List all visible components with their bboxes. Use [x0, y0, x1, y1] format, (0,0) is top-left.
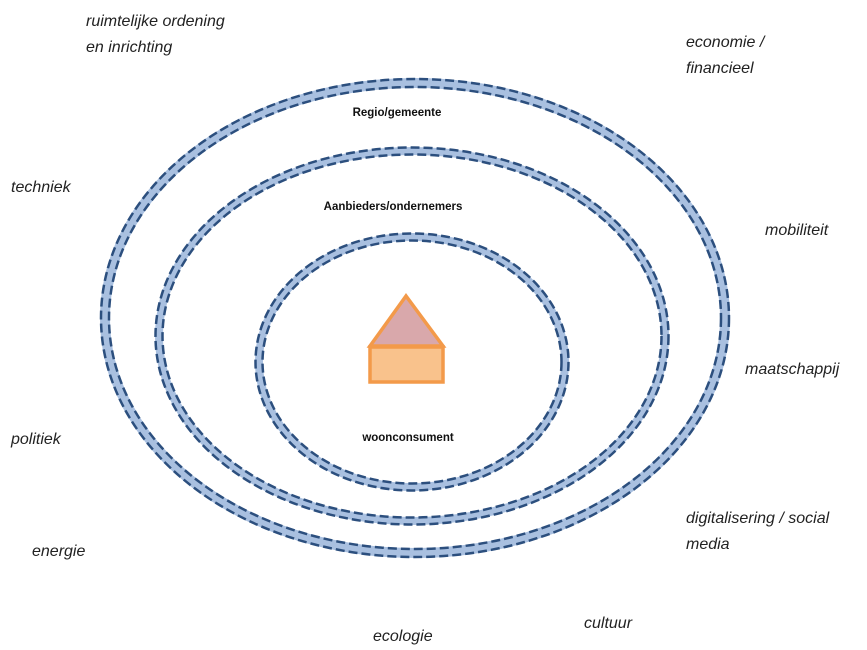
- factor-cultuur: cultuur: [584, 615, 633, 632]
- factor-politiek: politiek: [11, 431, 61, 448]
- factor-ecologie: ecologie: [373, 628, 433, 645]
- ring-label-outer: Regio/gemeente: [353, 107, 442, 119]
- house-icon: [366, 293, 447, 384]
- ring-middle: [154, 146, 670, 526]
- ring-label-inner: woonconsument: [361, 432, 454, 444]
- factor-economie: economie / financieel: [686, 34, 765, 77]
- ring-inner: [254, 232, 570, 492]
- ring-outer: [99, 77, 731, 559]
- factor-digitalisering: digitalisering / social media: [686, 510, 830, 553]
- factor-ruimtelijke-ordening: ruimtelijke ordening en inrichting: [86, 13, 225, 56]
- factor-techniek: techniek: [11, 179, 71, 196]
- factor-maatschappij: maatschappij: [745, 361, 840, 378]
- ring-label-middle: Aanbieders/ondernemers: [324, 201, 463, 213]
- factor-mobiliteit: mobiliteit: [765, 222, 829, 239]
- factor-energie: energie: [32, 543, 86, 560]
